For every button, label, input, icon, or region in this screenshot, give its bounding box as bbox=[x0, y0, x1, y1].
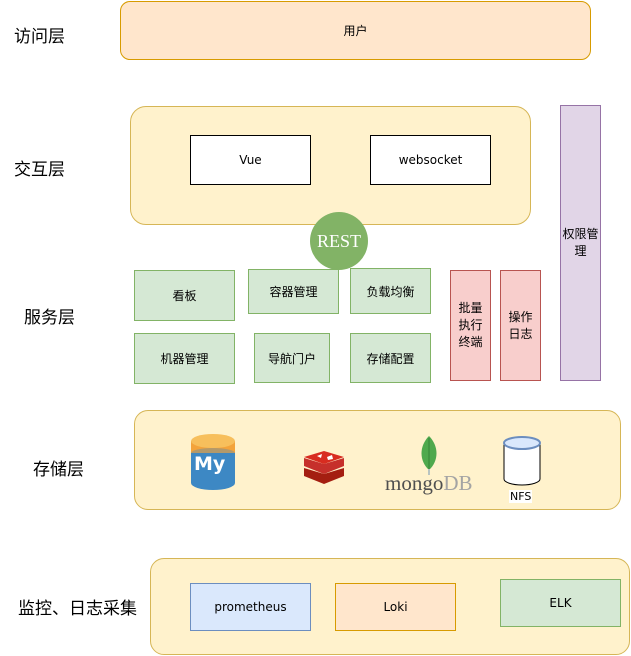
operation-log-box[interactable]: 操作日志 bbox=[500, 270, 541, 381]
prometheus-box[interactable]: prometheus bbox=[190, 583, 311, 631]
vue-box[interactable]: Vue bbox=[190, 135, 311, 185]
layer-label-monitor: 监控、日志采集 bbox=[18, 599, 137, 619]
nfs-label: NFS bbox=[509, 490, 533, 503]
layer-label-access: 访问层 bbox=[14, 27, 65, 47]
mongodb-leaf-icon bbox=[419, 436, 439, 476]
permission-label: 权限管理 bbox=[562, 227, 599, 258]
batch-terminal-box[interactable]: 批量执行终端 bbox=[450, 270, 491, 381]
layer-label-interaction: 交互层 bbox=[14, 160, 65, 180]
machine-mgmt-box[interactable]: 机器管理 bbox=[134, 333, 235, 384]
batch-terminal-label: 批量执行终端 bbox=[458, 301, 483, 349]
mysql-label: My bbox=[194, 453, 226, 475]
storage-config-box[interactable]: 存储配置 bbox=[350, 333, 431, 383]
mongodb-text-db: DB bbox=[443, 471, 473, 495]
websocket-box[interactable]: websocket bbox=[370, 135, 491, 185]
nav-portal-box[interactable]: 导航门户 bbox=[254, 333, 330, 383]
nfs-icon bbox=[503, 436, 541, 486]
mysql-icon: My bbox=[190, 433, 236, 491]
mongodb-text-mongo: mongo bbox=[385, 471, 444, 495]
permission-box[interactable]: 权限管理 bbox=[560, 105, 601, 381]
layer-label-storage: 存储层 bbox=[33, 460, 84, 480]
mongodb-label: mongoDB bbox=[385, 471, 473, 496]
loki-box[interactable]: Loki bbox=[335, 583, 456, 631]
rest-circle[interactable]: REST bbox=[310, 212, 368, 270]
container-mgmt-box[interactable]: 容器管理 bbox=[248, 269, 339, 314]
operation-log-label: 操作日志 bbox=[508, 309, 533, 341]
redis-icon bbox=[303, 450, 345, 486]
load-balance-box[interactable]: 负载均衡 bbox=[350, 268, 431, 314]
kanban-box[interactable]: 看板 bbox=[134, 270, 235, 321]
user-box[interactable]: 用户 bbox=[120, 1, 591, 60]
layer-label-service: 服务层 bbox=[24, 308, 75, 328]
elk-box[interactable]: ELK bbox=[500, 579, 621, 627]
